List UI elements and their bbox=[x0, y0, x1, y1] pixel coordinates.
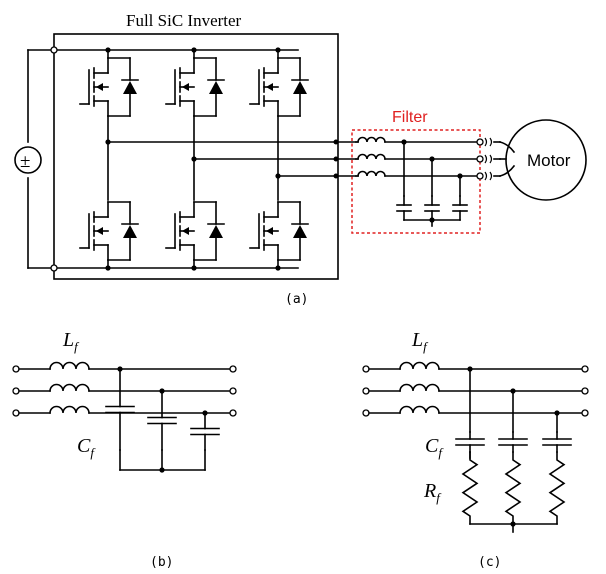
sic-mosfet-cell bbox=[79, 201, 139, 261]
motor-label: Motor bbox=[527, 151, 571, 170]
inductor bbox=[399, 405, 440, 414]
inverter-label: Full SiC Inverter bbox=[126, 11, 242, 30]
resistor bbox=[461, 451, 479, 525]
figure-a: Full SiC Inverter ± Filter bbox=[14, 11, 587, 307]
capacitor bbox=[190, 412, 220, 451]
capacitor bbox=[147, 390, 177, 451]
motor: Motor bbox=[499, 119, 587, 201]
filter-label: Filter bbox=[392, 109, 428, 126]
capacitor bbox=[396, 195, 412, 221]
capacitor bbox=[542, 431, 572, 453]
resistor bbox=[504, 451, 522, 525]
inverter-leg bbox=[165, 47, 225, 271]
caption-b: (b) bbox=[150, 555, 173, 570]
sic-mosfet-cell bbox=[79, 57, 139, 117]
capacitor bbox=[424, 195, 440, 221]
inductor bbox=[357, 170, 386, 177]
figure-c: Lf Cf Rf (c) bbox=[362, 329, 589, 570]
filter-network-a bbox=[355, 136, 501, 227]
inductor bbox=[49, 383, 90, 392]
sic-mosfet-cell bbox=[165, 201, 225, 261]
caption-c: (c) bbox=[478, 555, 501, 570]
caption-a: (a) bbox=[285, 292, 308, 307]
sic-mosfet-cell bbox=[249, 201, 309, 261]
inverter-leg bbox=[249, 47, 309, 271]
inductor bbox=[399, 361, 440, 370]
inverter-box bbox=[53, 33, 339, 280]
capacitor-label-c: Cf bbox=[425, 435, 444, 460]
resistor bbox=[548, 451, 566, 525]
capacitor bbox=[105, 368, 135, 451]
inductor bbox=[357, 153, 386, 160]
inductor bbox=[399, 383, 440, 392]
capacitor-label-b: Cf bbox=[77, 435, 96, 460]
dc-source: ± bbox=[14, 146, 42, 174]
capacitor bbox=[452, 195, 468, 221]
phase-outputs bbox=[107, 139, 357, 179]
dc-source-symbol: ± bbox=[20, 151, 30, 172]
switch-legs bbox=[79, 47, 309, 271]
capacitor bbox=[498, 431, 528, 453]
inductor bbox=[49, 361, 90, 370]
sic-mosfet-cell bbox=[165, 57, 225, 117]
capacitor bbox=[455, 431, 485, 453]
inductor bbox=[49, 405, 90, 414]
resistor-label-c: Rf bbox=[423, 480, 442, 505]
inductor-label-b: Lf bbox=[62, 329, 80, 354]
sic-mosfet-cell bbox=[249, 57, 309, 117]
figure-b: Lf Cf (b) bbox=[12, 329, 237, 570]
inductor bbox=[357, 136, 386, 143]
inverter-leg bbox=[79, 47, 139, 271]
inductor-label-c: Lf bbox=[411, 329, 429, 354]
